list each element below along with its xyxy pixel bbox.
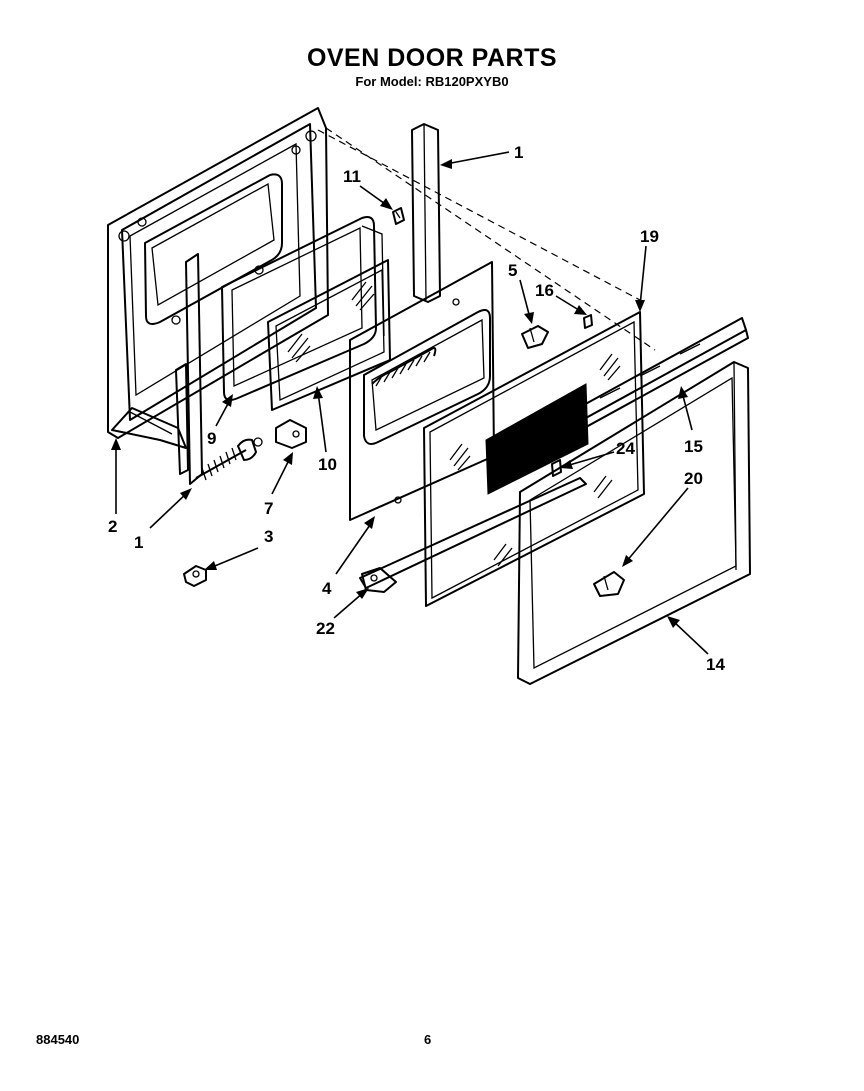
callout-5: 5 bbox=[508, 261, 517, 280]
callout-9: 9 bbox=[207, 429, 216, 448]
callout-4: 4 bbox=[322, 579, 332, 598]
callout-24: 24 bbox=[616, 439, 635, 458]
hinge-bracket-7 bbox=[275, 419, 307, 449]
page-number: 6 bbox=[424, 1032, 432, 1047]
callout-3: 3 bbox=[264, 527, 273, 546]
clip-11 bbox=[392, 207, 405, 225]
callout-1-lower: 1 bbox=[134, 533, 143, 552]
callout-10: 10 bbox=[318, 455, 337, 474]
callout-1: 1 bbox=[514, 143, 523, 162]
rod-22 bbox=[359, 477, 587, 593]
callout-22: 22 bbox=[316, 619, 335, 638]
callout-11: 11 bbox=[343, 167, 361, 186]
callout-20: 20 bbox=[684, 469, 703, 488]
hinge-spring-assembly bbox=[195, 437, 263, 481]
callout-labels: 1 11 19 5 16 2 9 10 7 1 3 4 22 24 15 20 … bbox=[108, 143, 725, 674]
page-title: OVEN DOOR PARTS bbox=[306, 44, 558, 72]
callout-16: 16 bbox=[535, 281, 554, 300]
door-frame-14 bbox=[517, 361, 751, 685]
oven-window-10 bbox=[267, 259, 391, 411]
door-channel-1 bbox=[411, 123, 441, 303]
vent-trim-15 bbox=[519, 317, 749, 461]
inner-panel-4 bbox=[349, 261, 495, 521]
hinge-receptacle-3 bbox=[183, 565, 207, 587]
clip-16 bbox=[583, 314, 593, 329]
model-subtitle: For Model: RB120PXYB0 bbox=[355, 74, 509, 89]
hinge-2 bbox=[111, 407, 187, 449]
leader-arrows bbox=[111, 151, 709, 655]
inner-door-panel bbox=[107, 107, 329, 439]
document-code: 884540 bbox=[36, 1032, 80, 1047]
callout-14: 14 bbox=[706, 655, 725, 674]
callout-7: 7 bbox=[264, 499, 273, 518]
callout-19: 19 bbox=[640, 227, 659, 246]
callout-15: 15 bbox=[684, 437, 703, 456]
clip-24 bbox=[551, 459, 562, 477]
callout-2: 2 bbox=[108, 517, 117, 536]
outer-glass-19 bbox=[423, 311, 645, 607]
alignment-lines bbox=[317, 127, 656, 351]
bracket-5 bbox=[521, 325, 549, 349]
clip-20 bbox=[593, 571, 625, 597]
